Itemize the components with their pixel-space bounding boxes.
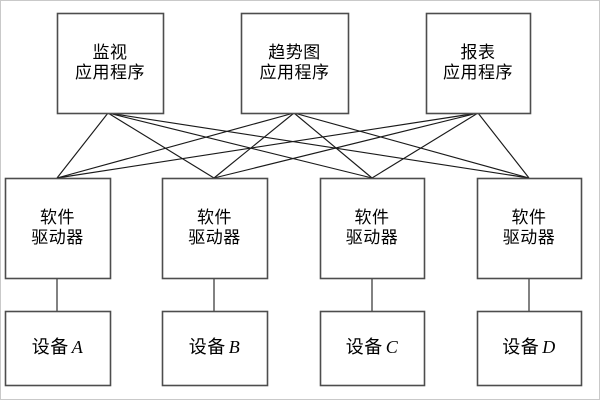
connector-app3-drv3 [371, 112, 479, 179]
connector-app1-drv4 [107, 112, 530, 179]
connector-app3-drv2 [213, 112, 479, 179]
connector-app1-drv2 [107, 112, 215, 179]
node-box-drv1[interactable] [4, 177, 112, 280]
node-box-drv3[interactable] [319, 177, 426, 280]
edge-group [56, 112, 530, 179]
connector-app2-drv3 [293, 112, 373, 179]
node-box-dev4[interactable] [476, 310, 583, 387]
node-box-drv2[interactable] [161, 177, 269, 280]
connector-app2-drv1 [56, 112, 295, 179]
connector-app1-drv1 [56, 112, 109, 179]
connector-app3-drv4 [477, 112, 530, 179]
node-box-dev3[interactable] [319, 310, 426, 387]
connector-app2-drv2 [213, 112, 295, 179]
node-box-dev1[interactable] [4, 310, 112, 387]
stem-group [56, 278, 530, 311]
node-box-dev2[interactable] [161, 310, 269, 387]
node-box-app1[interactable] [56, 12, 165, 115]
connector-app1-drv3 [107, 112, 373, 179]
node-box-group [4, 12, 583, 387]
connector-app2-drv4 [293, 112, 530, 179]
node-box-app2[interactable] [240, 12, 350, 115]
node-box-app3[interactable] [425, 12, 532, 115]
connector-app3-drv1 [56, 112, 479, 179]
node-box-drv4[interactable] [476, 177, 583, 280]
